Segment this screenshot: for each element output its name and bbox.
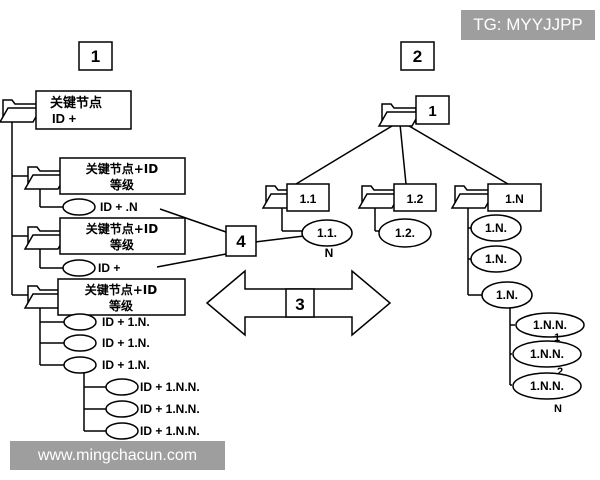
third-child-2: ID + 1.N. [102,336,150,350]
right-root-node: 1 [378,95,450,127]
grand-child-2: ID + 1.N.N. [140,402,200,416]
group-2-line1: 关键节点+ID [86,221,159,236]
nn-child-2-line2: 2 [557,366,563,378]
right-node-1-2-child: 1.2. [378,218,432,248]
callout-4-text: 4 [236,232,246,251]
grand-child-3: ID + 1.N.N. [140,424,200,438]
folder-icon [0,99,42,123]
node-1-2-child-text: 1.2. [395,226,415,240]
left-group-2-child: ID + [62,259,120,277]
nn-child-3-line1: 1.N.N. [530,379,564,393]
arrow-3-text: 3 [295,295,304,314]
right-1-n-children: 1.N. 1.N. 1.N. [470,214,533,309]
n-child-3: 1.N. [496,288,518,302]
node-1-2-text: 1.2 [407,192,424,206]
group-1-line1: 关键节点+ID [86,161,159,176]
folder-icon [451,185,494,209]
callout-4: 4 [156,208,305,268]
right-node-1-2: 1.2 [358,183,437,212]
third-child-1: ID + 1.N. [102,315,150,329]
left-tree [11,118,106,432]
node-1-1-n-line2: N [325,246,334,260]
group-3-line1: 关键节点+ID [85,282,158,297]
group-1-child-text: ID + .N [100,200,138,214]
n-child-1: 1.N. [485,221,507,235]
watermark-bottom: www.mingchacun.com [10,441,225,470]
left-root-line2: ID + [52,111,77,126]
right-node-1-1: 1.1 [262,183,330,212]
group-3-line2: 等级 [108,298,133,313]
right-tree-lines [281,122,515,386]
left-grand-children: ID + 1.N.N. ID + 1.N.N. ID + 1.N.N. [105,378,200,440]
panel-2-label: 2 [400,41,435,71]
left-group-1-child: ID + .N [62,198,138,216]
double-arrow-3: 3 [205,269,392,337]
nn-child-2-line1: 1.N.N. [530,347,564,361]
node-1-n-text: 1.N [505,192,524,206]
grand-child-1: ID + 1.N.N. [140,380,200,394]
left-root-line1: 关键节点 [50,95,102,111]
right-root-text: 1 [428,103,436,120]
left-root-node: 关键节点 ID + [0,90,132,130]
left-group-2: 关键节点+ID 等级 [24,217,186,255]
nn-child-1-line2: 1 [554,332,560,344]
left-group-1: 关键节点+ID 等级 [24,157,186,195]
right-node-1-1-n: 1.1. N [301,219,353,260]
group-1-line2: 等级 [109,177,134,192]
panel-1-label: 1 [78,41,113,71]
left-group-3: 关键节点+ID 等级 [24,278,186,316]
n-child-2: 1.N. [485,252,507,266]
folder-icon [378,103,421,127]
group-2-child-text: ID + [98,261,120,275]
panel-2-text: 2 [413,47,422,66]
nn-child-3-line2: N [554,403,562,415]
node-1-1-n-line1: 1.1. [317,226,337,240]
nn-child-1-line1: 1.N.N. [533,318,567,332]
right-node-1-n: 1.N [451,183,542,212]
watermark-top: TG: MYYJJPP [461,10,595,40]
right-1-n-n-children: 1.N.N. 1 1.N.N. 2 1.N.N. N [512,312,585,415]
node-1-1-text: 1.1 [300,192,317,206]
left-third-children: ID + 1.N. ID + 1.N. ID + 1.N. [63,313,150,374]
group-2-line2: 等级 [109,237,134,252]
third-child-3: ID + 1.N. [102,358,150,372]
panel-1-text: 1 [91,47,100,66]
